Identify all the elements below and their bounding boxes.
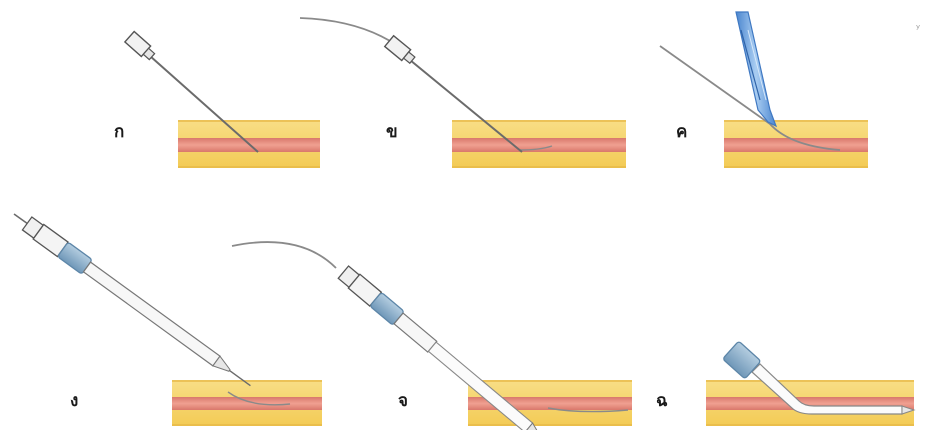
panel-label-a: ก (114, 122, 124, 142)
vessel (452, 138, 626, 152)
panel-f: ฉ (656, 341, 914, 426)
tissue-layer (724, 120, 868, 168)
tissue-layer (172, 380, 322, 426)
panel-b: ข (300, 18, 626, 168)
corner-mark: ʸ (916, 22, 920, 35)
scalpel-icon (736, 12, 776, 126)
guidewire-icon (300, 18, 398, 46)
tissue-layer (706, 380, 914, 426)
panel-d: ง (14, 214, 322, 426)
dilator-icon (14, 214, 256, 393)
panel-label-c: ค (676, 122, 687, 142)
panel-label-e: จ (398, 391, 408, 411)
guidewire-icon (232, 242, 336, 268)
panel-a: ก (114, 31, 320, 168)
panel-label-d: ง (70, 391, 78, 411)
vessel (172, 397, 322, 410)
panel-label-b: ข (386, 122, 398, 142)
tissue-layer (452, 120, 626, 168)
panel-label-f: ฉ (656, 391, 668, 411)
panel-c: ค ʸ (660, 12, 920, 168)
